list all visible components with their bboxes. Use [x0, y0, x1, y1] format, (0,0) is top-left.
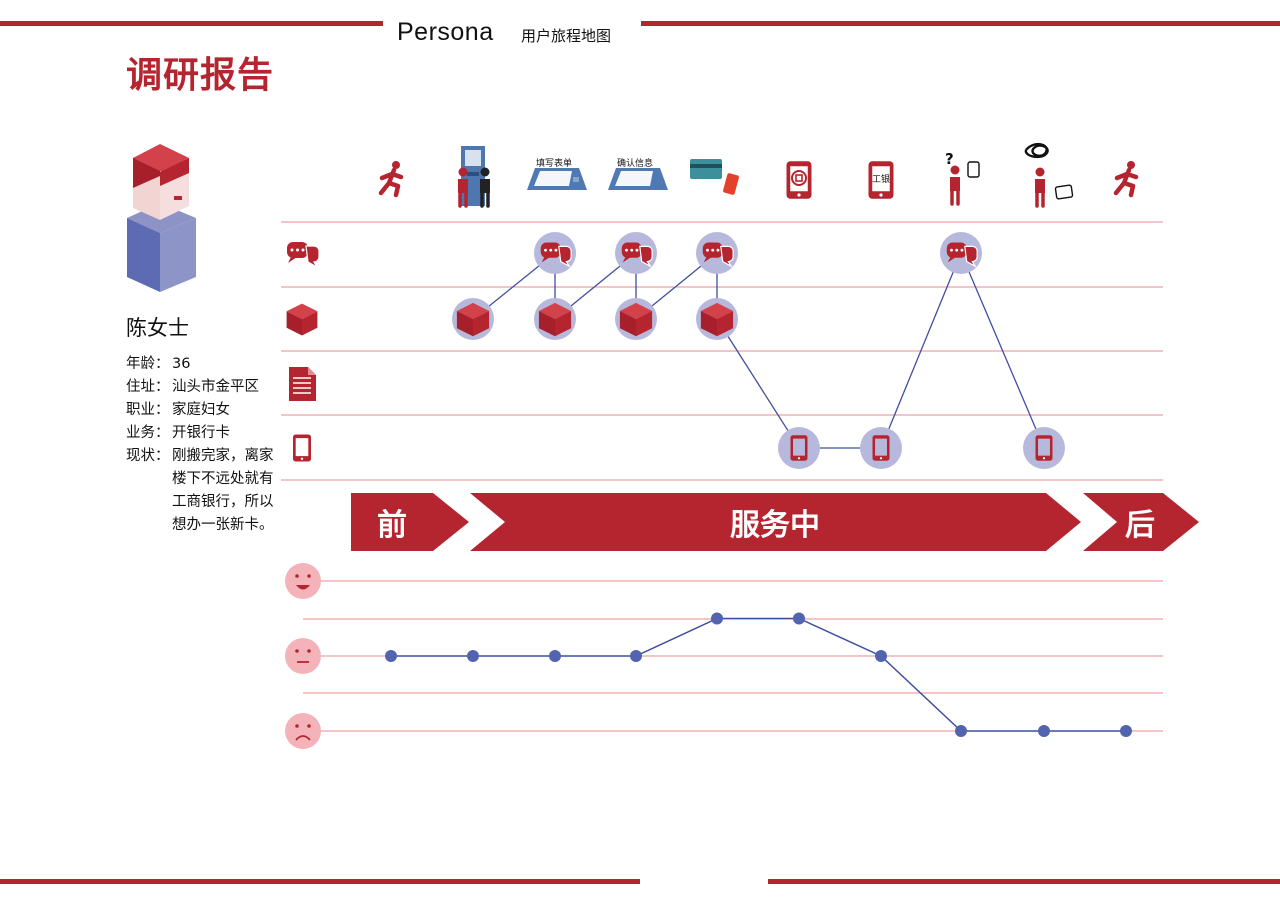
sad-face-icon: [285, 713, 321, 749]
emotion-curve: [391, 617, 1126, 732]
icbc-tablet-icon: [786, 161, 812, 199]
emotion-point: [549, 650, 561, 662]
bottom-rule-left: [0, 879, 640, 884]
info-key: 年龄：: [126, 356, 170, 372]
step-label: 填写表单: [536, 157, 572, 169]
touchpoint-node: [534, 232, 576, 274]
step-label: 工银: [872, 173, 890, 185]
happy-face-icon: [285, 563, 321, 599]
phase-label: 前: [377, 508, 407, 543]
info-key: 现状：: [126, 448, 170, 464]
bank-card-usb-key-icon: [690, 159, 739, 195]
emotion-point: [467, 650, 479, 662]
staff-person: [458, 167, 468, 208]
form-tablet-icon: 填写表单: [527, 157, 587, 190]
info-value: 家庭妇女: [172, 402, 230, 418]
emotion-point: [1120, 725, 1132, 737]
customer-person: [480, 167, 490, 208]
report-title: 调研报告: [126, 55, 275, 96]
frustrated-person-tablet-icon: [1024, 142, 1074, 208]
info-value: 刚搬完家，离家楼下不远处就有工商银行，所以想办一张新卡。: [172, 448, 274, 533]
walking-person-icon: [378, 161, 404, 198]
document-icon: [289, 367, 316, 401]
neutral-face-icon: [285, 638, 321, 674]
touchpoint-node: [940, 232, 982, 274]
phase-label: 服务中: [730, 508, 820, 543]
question-mark: ?: [945, 150, 954, 168]
info-value: 开银行卡: [172, 425, 230, 441]
persona-avatar: [127, 144, 196, 292]
info-row-business: 业务： 开银行卡: [126, 422, 284, 445]
persona-name: 陈女士: [126, 316, 189, 340]
touchpoint-node: [860, 427, 902, 469]
touchpoint-node: [696, 298, 738, 340]
phase-arrow: [1083, 493, 1199, 551]
frustrated-person: [1035, 167, 1045, 208]
phase-label: 后: [1125, 508, 1155, 543]
touchpoint-node: [696, 232, 738, 274]
info-row-address: 住址： 汕头市金平区: [126, 376, 284, 399]
walking-person-icon: [1113, 161, 1139, 198]
touchpoint-node: [778, 427, 820, 469]
info-key: 业务：: [126, 425, 170, 441]
info-row-status: 现状： 刚搬完家，离家楼下不远处就有工商银行，所以想办一张新卡。: [126, 445, 284, 537]
persona-info: 年龄： 36 住址： 汕头市金平区 职业： 家庭妇女 业务： 开银行卡 现状： …: [126, 353, 284, 537]
persona-heading: Persona: [397, 18, 494, 46]
journey-map-subtitle: 用户旅程地图: [521, 27, 612, 45]
phase-arrow: [351, 493, 469, 551]
top-rule-left: [0, 21, 383, 26]
info-value: 36: [172, 356, 191, 372]
touchpoint-node: [452, 298, 494, 340]
step-label: 确认信息: [617, 157, 653, 169]
emotion-point: [1038, 725, 1050, 737]
info-key: 住址：: [126, 379, 170, 395]
confused-person-tablet-icon: ?: [945, 150, 980, 206]
emotion-point: [955, 725, 967, 737]
emotion-point: [711, 612, 723, 625]
touchpoint-node: [534, 298, 576, 340]
confused-person: [950, 165, 960, 206]
top-rule-right: [641, 21, 1280, 26]
emotion-point: [630, 650, 642, 662]
info-key: 职业：: [126, 402, 170, 418]
bottom-rule-right: [768, 879, 1280, 884]
touchpoint-node: [615, 298, 657, 340]
touchpoint-node: [1023, 427, 1065, 469]
emotion-point: [385, 650, 397, 662]
info-value: 汕头市金平区: [172, 379, 259, 395]
touchpoint-node: [615, 232, 657, 274]
cube-icon: [286, 303, 318, 336]
atm-machine-icon: [458, 146, 490, 208]
info-row-occupation: 职业： 家庭妇女: [126, 399, 284, 422]
speech-bubbles-icon: [287, 242, 320, 269]
emotion-point: [793, 612, 805, 625]
emotion-point: [875, 650, 887, 662]
phase-arrow: [470, 493, 1081, 551]
info-row-age: 年龄： 36: [126, 353, 284, 376]
tablet-icon: [293, 434, 311, 462]
confirm-tablet-icon: 确认信息: [608, 157, 668, 190]
bank-app-tablet-icon: 工银: [868, 161, 894, 199]
